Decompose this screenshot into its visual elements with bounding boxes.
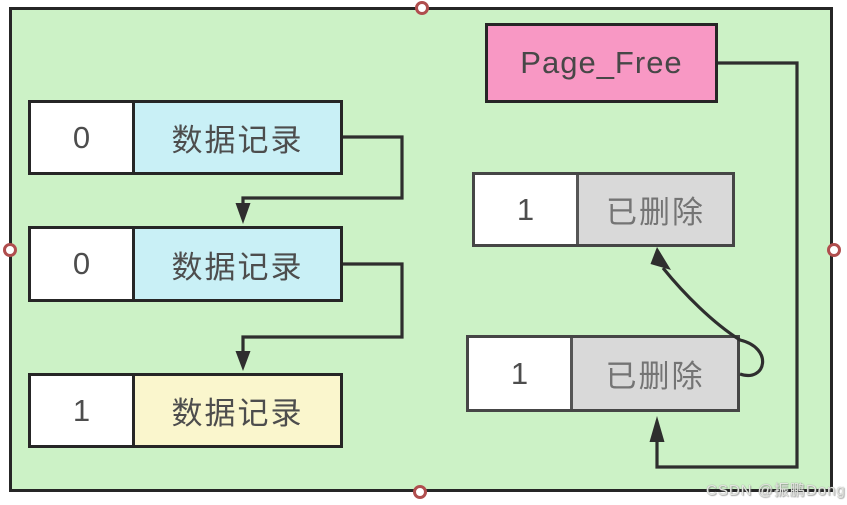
delete-flag-cell: 0 [31, 229, 135, 299]
record-node-1[interactable]: 0 数据记录 [28, 100, 343, 175]
record-label-cell: 数据记录 [135, 103, 340, 172]
deleted-label-cell: 已删除 [573, 338, 737, 409]
resize-handle-top[interactable] [415, 1, 429, 15]
record-label-cell: 数据记录 [135, 229, 340, 299]
delete-flag-cell: 1 [475, 175, 579, 244]
deleted-label-cell: 已删除 [579, 175, 732, 244]
deleted-node-2[interactable]: 1 已删除 [466, 335, 740, 412]
deleted-node-1[interactable]: 1 已删除 [472, 172, 735, 247]
watermark-text: CSDN @振鹏Dong [706, 482, 846, 499]
delete-flag-cell: 1 [469, 338, 573, 409]
record-label-cell: 数据记录 [135, 376, 340, 445]
resize-handle-bottom[interactable] [413, 485, 427, 499]
record-node-2[interactable]: 0 数据记录 [28, 226, 343, 302]
resize-handle-left[interactable] [3, 243, 17, 257]
record-node-3[interactable]: 1 数据记录 [28, 373, 343, 448]
resize-handle-right[interactable] [827, 243, 841, 257]
delete-flag-cell: 1 [31, 376, 135, 445]
page-free-box[interactable]: Page_Free [485, 23, 718, 103]
delete-flag-cell: 0 [31, 103, 135, 172]
